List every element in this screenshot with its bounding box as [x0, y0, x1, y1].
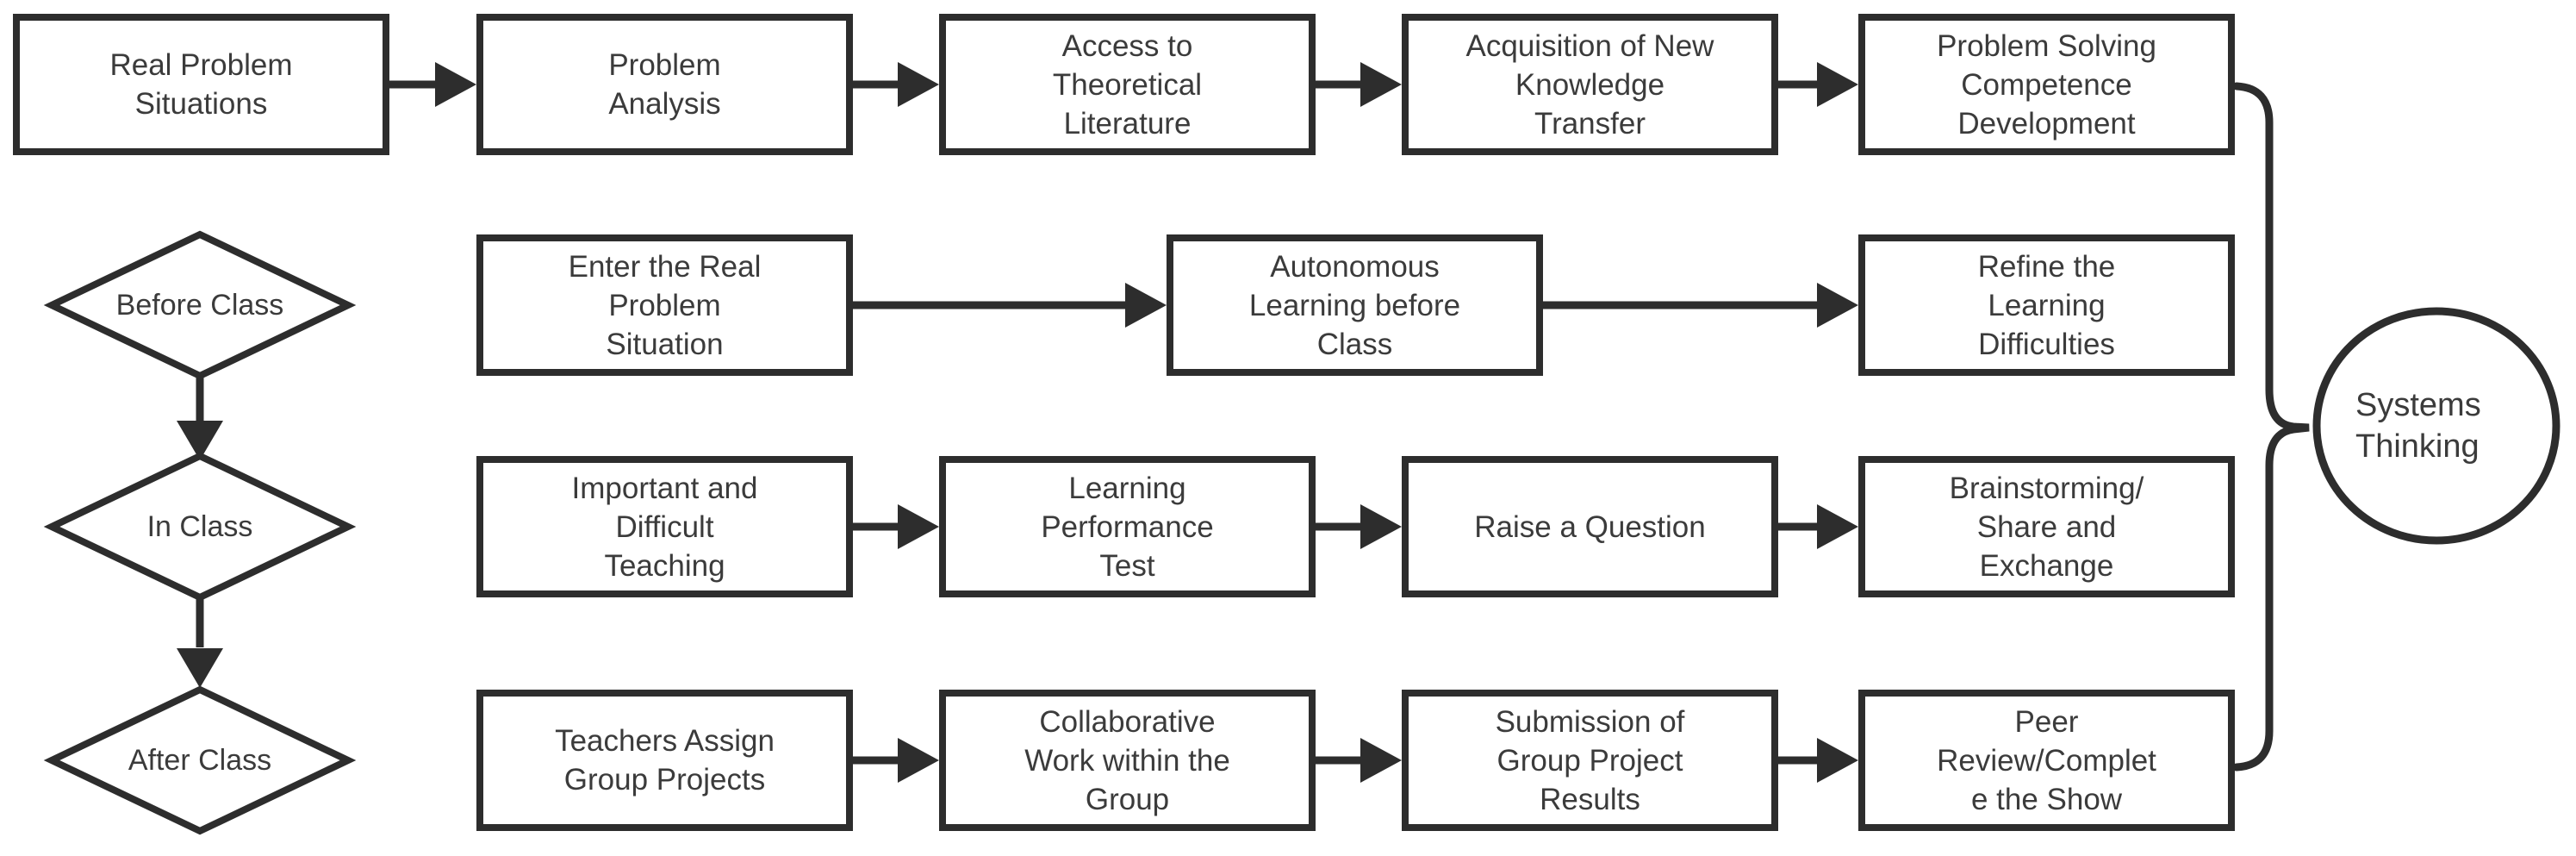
box-label: Problem Solving Competence Development	[1937, 28, 2156, 141]
box-label: Peer Review/Complete the Show	[1937, 704, 2156, 816]
box-teachers-assign-group-projects: Teachers Assign Group Projects	[476, 690, 853, 831]
box-peer-review-show: Peer Review/Complete the Show	[1858, 690, 2235, 831]
arrow-down	[177, 377, 223, 460]
box-acquisition-new-knowledge: Acquisition of New Knowledge Transfer	[1402, 14, 1778, 155]
box-raise-a-question: Raise a Question	[1402, 456, 1778, 597]
diamond-label-before-class: Before Class	[115, 289, 284, 322]
outcome-ellipse	[2312, 307, 2560, 545]
box-collaborative-work-group: Collaborative Work within the Group	[939, 690, 1316, 831]
box-submission-group-results: Submission of Group Project Results	[1402, 690, 1778, 831]
arrow-right	[1778, 62, 1858, 107]
arrow-right	[1316, 62, 1402, 107]
diamond-after-class	[43, 685, 357, 835]
box-refine-learning-difficulties: Refine the Learning Difficulties	[1858, 234, 2235, 376]
arrow-right	[389, 62, 476, 107]
curly-brace	[2232, 82, 2310, 772]
box-problem-analysis: Problem Analysis	[476, 14, 853, 155]
box-label: Submission of Group Project Results	[1495, 704, 1685, 816]
box-enter-real-problem-situation: Enter the Real Problem Situation	[476, 234, 853, 376]
box-learning-performance-test: Learning Performance Test	[939, 456, 1316, 597]
arrow-right	[1316, 504, 1402, 549]
box-label: Teachers Assign Group Projects	[555, 724, 775, 797]
arrow-right	[853, 62, 939, 107]
box-label: Brainstorming/Share and Exchange	[1949, 471, 2144, 583]
box-problem-solving-competence: Problem Solving Competence Development	[1858, 14, 2235, 155]
arrow-right	[853, 504, 939, 549]
box-label: Raise a Question	[1474, 509, 1706, 544]
box-label: Autonomous Learning before Class	[1248, 249, 1461, 361]
box-real-problem-situations: Real Problem Situations	[13, 14, 389, 155]
diamond-label-after-class: After Class	[128, 744, 272, 777]
box-label: Important and Difficult Teaching	[571, 471, 758, 583]
box-label: Access to Theoretical Literature	[1052, 28, 1203, 141]
box-autonomous-learning: Autonomous Learning before Class	[1167, 234, 1543, 376]
arrow-down	[177, 598, 223, 688]
outcome-label-systems-thinking: Systems Thinking	[2355, 387, 2481, 465]
box-label: Collaborative Work within the Group	[1024, 704, 1230, 816]
box-label: Acquisition of New Knowledge Transfer	[1465, 28, 1714, 141]
arrow-right	[1543, 283, 1858, 328]
box-label: Refine the Learning Difficulties	[1977, 249, 2116, 361]
arrow-right	[1778, 504, 1858, 549]
arrow-right	[853, 283, 1167, 328]
box-label: Problem Analysis	[608, 48, 721, 121]
box-label: Learning Performance Test	[1041, 471, 1214, 583]
box-important-difficult-teaching: Important and Difficult Teaching	[476, 456, 853, 597]
diamond-before-class	[43, 230, 357, 380]
box-access-theoretical-literature: Access to Theoretical Literature	[939, 14, 1316, 155]
box-label: Real Problem Situations	[109, 48, 293, 121]
arrow-right	[1316, 738, 1402, 783]
diamond-in-class	[43, 452, 357, 602]
diamond-label-in-class: In Class	[146, 510, 253, 543]
box-label: Enter the Real Problem Situation	[568, 249, 762, 361]
arrow-right	[1778, 738, 1858, 783]
box-brainstorming-share-exchange: Brainstorming/Share and Exchange	[1858, 456, 2235, 597]
arrow-right	[853, 738, 939, 783]
